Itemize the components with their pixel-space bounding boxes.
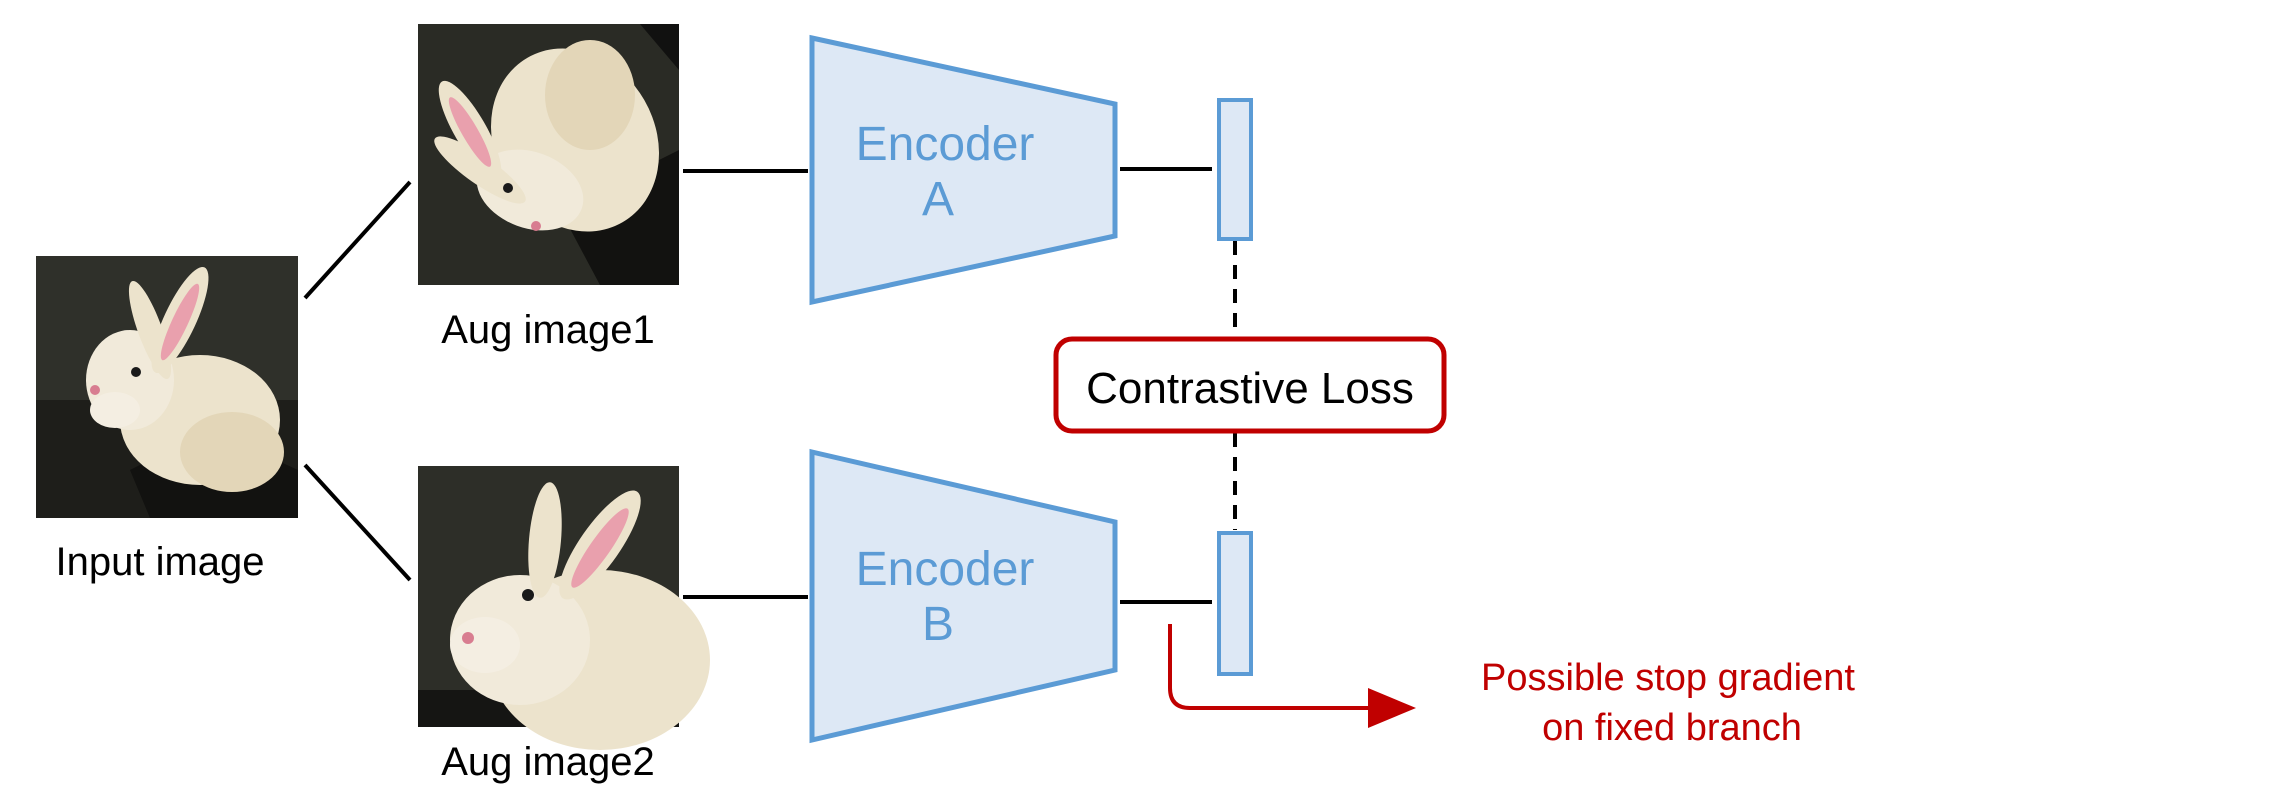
input-to-aug1-line — [303, 180, 412, 300]
stop-gradient-arrow — [1168, 624, 1416, 728]
input-image — [36, 256, 298, 518]
encoder-a-title: Encoder — [856, 118, 1035, 171]
stop-gradient-note-line1: Possible stop gradient — [1481, 657, 1855, 699]
bunny-figure — [434, 40, 660, 232]
encoder-a: Encoder A — [809, 34, 1118, 306]
embedding-a — [1217, 98, 1253, 241]
encoder-a-letter: A — [922, 173, 954, 226]
encoder-b-letter: B — [922, 598, 954, 651]
aug-image-2 — [418, 466, 710, 750]
input-to-aug2-line — [303, 463, 412, 582]
bunny-figure — [450, 482, 710, 750]
aug-image-2-label: Aug image2 — [441, 740, 654, 784]
input-image-label: Input image — [55, 540, 264, 584]
contrastive-loss-box: Contrastive Loss — [1053, 336, 1447, 434]
bunny-figure — [86, 267, 284, 492]
embedding-b — [1217, 531, 1253, 676]
contrastive-loss-label: Contrastive Loss — [1086, 364, 1414, 413]
encoder-b: Encoder B — [809, 448, 1118, 744]
aug-image-1-label: Aug image1 — [441, 308, 654, 352]
aug-image-1 — [418, 24, 679, 285]
encoder-b-title: Encoder — [856, 543, 1035, 596]
stop-gradient-note-line2: on fixed branch — [1542, 707, 1802, 749]
